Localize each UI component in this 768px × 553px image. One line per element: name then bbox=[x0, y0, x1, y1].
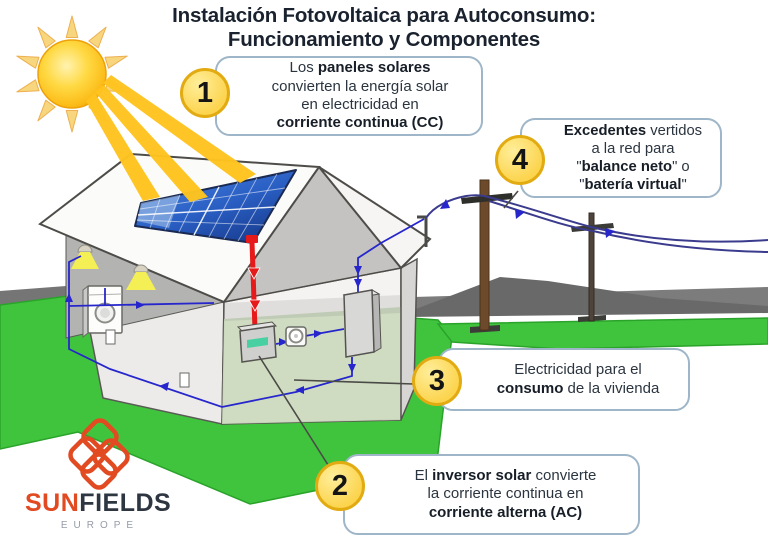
logo-icon bbox=[68, 418, 130, 490]
page-title-line2: Funcionamiento y Componentes bbox=[227, 27, 541, 51]
solar-panel-array bbox=[134, 169, 297, 244]
callout-2-text: El inversor solar convierte la corriente… bbox=[414, 467, 597, 521]
logo-subtitle: EUROPE bbox=[60, 520, 140, 531]
inverter-screen bbox=[247, 337, 268, 348]
callout-1-panels: Los paneles solares convierten la energí… bbox=[215, 56, 483, 136]
leader-line-4 bbox=[503, 190, 519, 209]
callout-number-3: 3 bbox=[412, 356, 462, 406]
page-title: Instalación Fotovoltaica para Autoconsum… bbox=[0, 4, 768, 51]
ceiling-lamp-1 bbox=[71, 244, 99, 269]
logo-brand-primary: SUN bbox=[25, 489, 80, 517]
grid-wires bbox=[425, 194, 768, 253]
leader-lines bbox=[258, 190, 519, 469]
dc-cable bbox=[246, 235, 262, 333]
logo-brand-secondary: FIELDS bbox=[79, 489, 172, 517]
callout-4-surplus: Excedentes vertidos a la red para "balan… bbox=[520, 118, 722, 198]
callout-2-inverter: El inversor solar convierte la corriente… bbox=[343, 454, 640, 535]
leader-line-3 bbox=[293, 379, 415, 385]
washing-machine bbox=[82, 284, 123, 339]
callout-number-2: 2 bbox=[315, 461, 365, 511]
sun bbox=[37, 39, 107, 109]
callout-3-consumption: Electricidad para el consumo de la vivie… bbox=[438, 348, 690, 411]
energy-meter bbox=[285, 326, 307, 347]
power-outlet-2 bbox=[179, 372, 190, 388]
electrical-panel bbox=[342, 289, 382, 358]
ac-wiring-arrows bbox=[65, 266, 362, 394]
leader-line-2 bbox=[258, 355, 331, 469]
utility-pole-1 bbox=[461, 179, 513, 333]
sun-beams bbox=[86, 75, 256, 202]
callout-3-text: Electricidad para el consumo de la vivie… bbox=[496, 361, 660, 397]
page-title-line1: Instalación Fotovoltaica para Autoconsum… bbox=[172, 4, 596, 27]
grass-strip bbox=[436, 317, 768, 350]
callout-number-1: 1 bbox=[180, 68, 230, 118]
callout-number-4: 4 bbox=[495, 135, 545, 185]
ceiling-lamp-2 bbox=[126, 264, 156, 290]
callout-1-text: Los paneles solares convierten la energí… bbox=[271, 59, 449, 132]
inverter bbox=[236, 321, 278, 363]
roof-right bbox=[318, 166, 432, 270]
grid-wire-arrows bbox=[440, 199, 615, 238]
power-outlet-1 bbox=[105, 329, 116, 345]
logo-wordmark: SUNFIELDS bbox=[25, 489, 171, 518]
mountain bbox=[408, 277, 768, 317]
callout-4-text: Excedentes vertidos a la red para "balan… bbox=[563, 122, 703, 194]
